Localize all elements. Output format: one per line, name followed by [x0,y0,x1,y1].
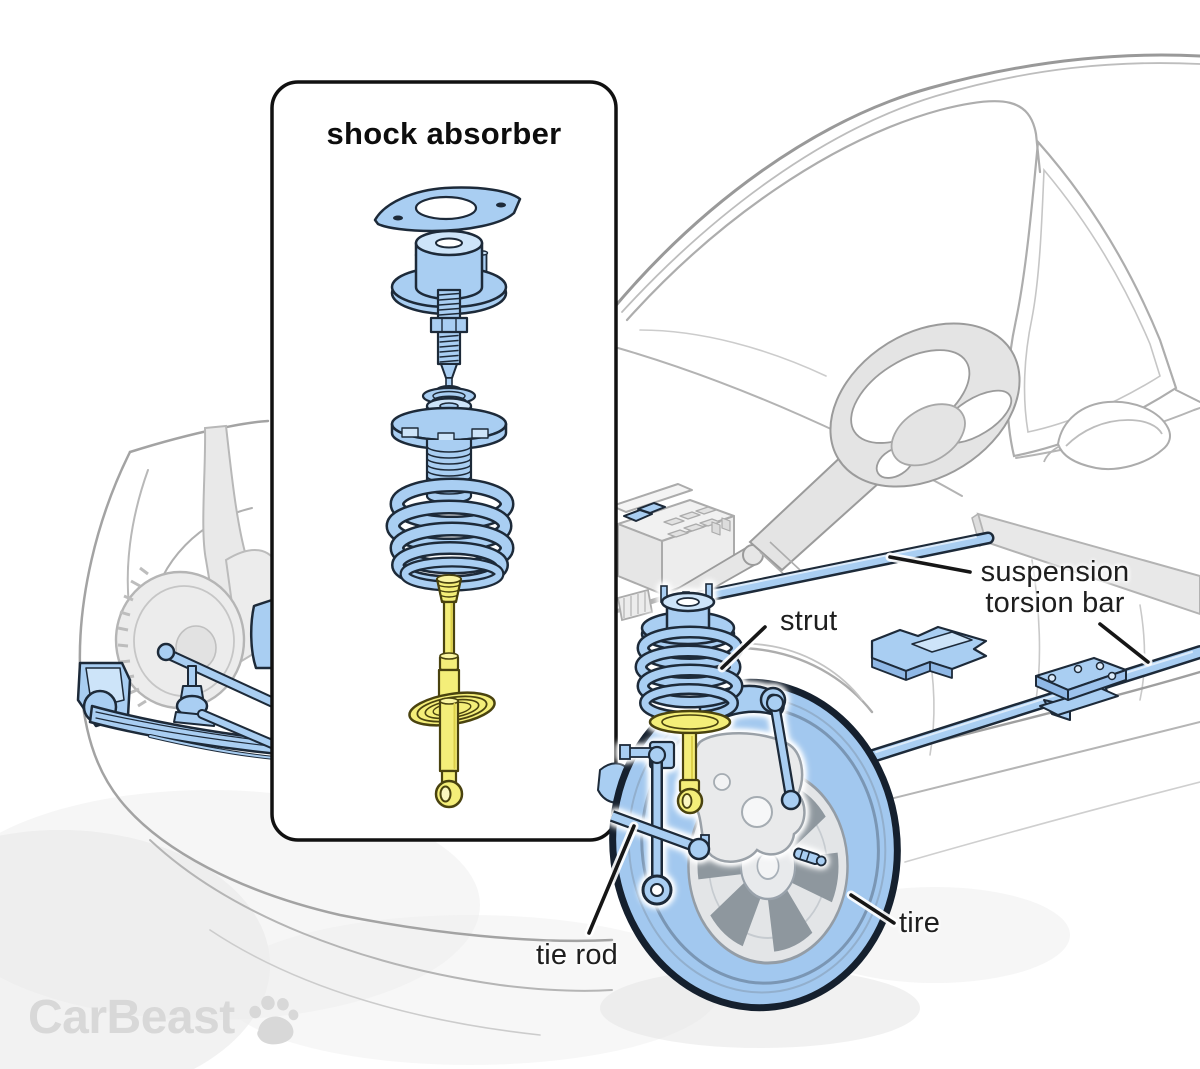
strut-piston-rod [429,288,469,388]
leader-torsion-bar-upper [888,555,972,574]
label-tie-rod: tie rod [536,939,618,971]
spring-seat [390,397,508,451]
stabilizer-links [641,693,802,906]
label-strut: strut [780,605,838,637]
label-suspension-torsion-bar: suspension torsion bar [980,556,1130,619]
leader-tire [849,893,896,925]
valve-stem [793,847,827,867]
ecu-module [870,625,988,681]
exploded-shock-absorber [373,186,522,809]
torsion-bar-upper [693,531,995,604]
torsion-bar-bracket [1034,656,1128,721]
strut-top-plate [373,186,522,233]
leader-lines [584,552,1153,938]
steering-wheel [611,322,1021,622]
leader-tie-rod [587,824,636,935]
callout-title: shock absorber [326,116,562,151]
damper-yellow [408,574,496,809]
tie-rod-part [609,810,711,861]
steering-knuckle [688,732,806,863]
label-tire: tire [899,907,941,939]
leader-torsion-bar-lower [1098,622,1150,664]
leader-strut [720,625,767,670]
brand-logo-text: CarBeast [28,991,235,1044]
brand-logo: CarBeast [28,990,301,1045]
torsion-bar-lower [853,645,1200,767]
paw-icon [249,995,299,1044]
side-mirror [1043,400,1171,470]
left-suspension-arms [76,598,302,762]
